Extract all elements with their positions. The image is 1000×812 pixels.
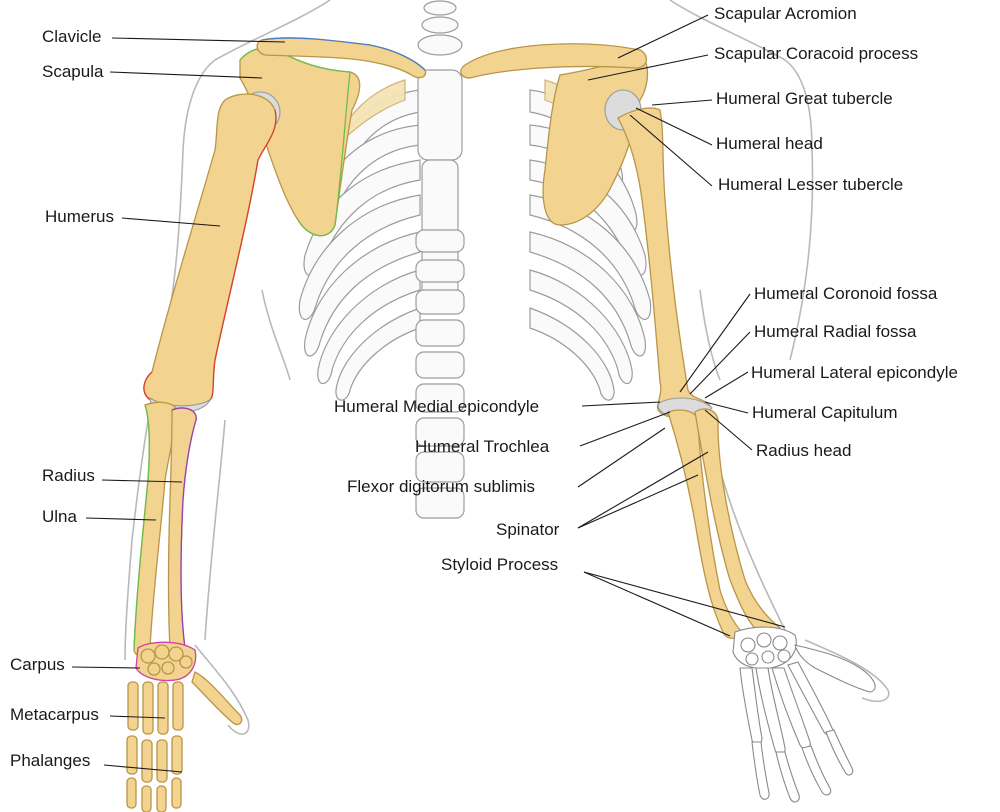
- label-radius: Radius: [42, 466, 95, 485]
- label-humeral-coronoid-fossa: Humeral Coronoid fossa: [754, 284, 938, 303]
- left-forearm: [133, 401, 197, 657]
- label-carpus: Carpus: [10, 655, 65, 674]
- label-humerus: Humerus: [45, 207, 114, 226]
- label-humeral-lateral-epicondyle: Humeral Lateral epicondyle: [751, 363, 958, 382]
- label-humeral-capitulum: Humeral Capitulum: [752, 403, 898, 422]
- labels-center: Humeral Medial epicondyle Humeral Trochl…: [334, 397, 560, 574]
- left-hand: [126, 641, 243, 812]
- right-hand: [732, 626, 876, 803]
- label-metacarpus: Metacarpus: [10, 705, 99, 724]
- label-humeral-trochlea: Humeral Trochlea: [415, 437, 550, 456]
- label-humeral-lesser-tubercle: Humeral Lesser tubercle: [718, 175, 903, 194]
- label-humeral-radial-fossa: Humeral Radial fossa: [754, 322, 917, 341]
- label-scapular-acromion: Scapular Acromion: [714, 4, 857, 23]
- label-scapula: Scapula: [42, 62, 104, 81]
- label-styloid-process: Styloid Process: [441, 555, 558, 574]
- labels-right: Scapular Acromion Scapular Coracoid proc…: [714, 4, 958, 460]
- label-humeral-head: Humeral head: [716, 134, 823, 153]
- label-flexor-digitorum-sublimis: Flexor digitorum sublimis: [347, 477, 535, 496]
- label-scapular-coracoid-process: Scapular Coracoid process: [714, 44, 918, 63]
- label-spinator: Spinator: [496, 520, 560, 539]
- labels-left: Clavicle Scapula Humerus Radius Ulna Car…: [10, 27, 114, 770]
- label-phalanges: Phalanges: [10, 751, 90, 770]
- label-clavicle: Clavicle: [42, 27, 102, 46]
- left-clavicle: [256, 37, 427, 79]
- sternum-spine: [415, 0, 465, 519]
- left-humerus: [143, 91, 281, 414]
- label-humeral-medial-epicondyle: Humeral Medial epicondyle: [334, 397, 539, 416]
- right-clavicle: [460, 43, 647, 79]
- label-ulna: Ulna: [42, 507, 78, 526]
- label-humeral-great-tubercle: Humeral Great tubercle: [716, 89, 893, 108]
- leader-lines-right: [577, 14, 786, 637]
- leader-lines-left: [71, 37, 286, 773]
- label-radius-head: Radius head: [756, 441, 851, 460]
- body-outline: [124, 0, 890, 735]
